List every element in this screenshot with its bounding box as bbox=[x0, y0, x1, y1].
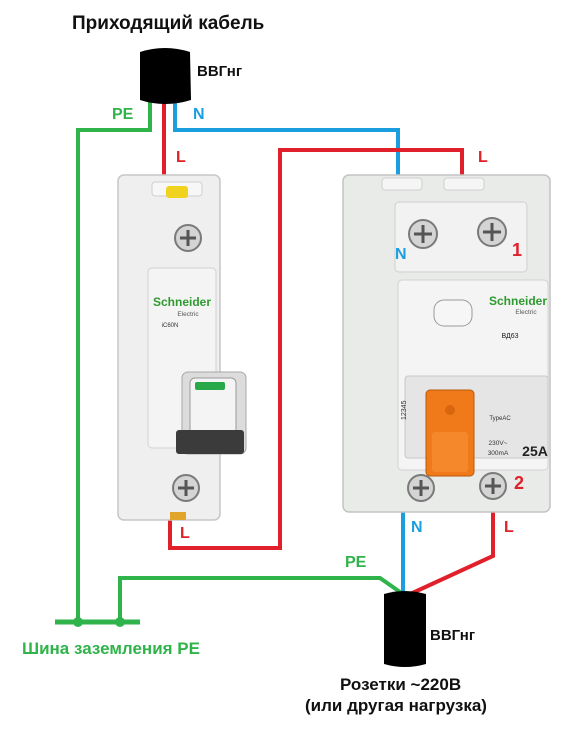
load-line-1: Розетки ~220В bbox=[340, 675, 462, 694]
l-rcd-top-label: L bbox=[478, 149, 488, 166]
rcd-type: TypeAC bbox=[489, 416, 511, 422]
rcd-brand: Schneider bbox=[489, 294, 547, 308]
cable-bottom-label: ВВГнг bbox=[430, 627, 476, 644]
n-rcd-bottom-label: N bbox=[411, 519, 423, 536]
circuit-breaker: Schneider Electric iC60N bbox=[117, 174, 247, 521]
pe-wire-top bbox=[76, 100, 152, 622]
terminal-1-label: 1 bbox=[512, 240, 523, 260]
ground-bus-node-2 bbox=[115, 617, 125, 627]
breaker-brand-sub: Electric bbox=[177, 311, 199, 318]
rcd-rating: 25A bbox=[522, 443, 548, 459]
n-rcd-terminal-label: N bbox=[395, 246, 407, 263]
incoming-cable bbox=[140, 48, 191, 104]
rcd-top-slot-l bbox=[443, 177, 485, 191]
rcd-handle-lower bbox=[432, 432, 468, 472]
l-breaker-bottom-label: L bbox=[180, 525, 190, 542]
n-top-label: N bbox=[193, 106, 205, 123]
rcd-spec1: 230V~ bbox=[489, 440, 508, 447]
load-line-2: (или другая нагрузка) bbox=[305, 696, 487, 715]
ground-bus-node-1 bbox=[73, 617, 83, 627]
rcd: Schneider Electric ВД63 12345 TypeAC 230… bbox=[342, 174, 551, 513]
l-breaker-top-label: L bbox=[176, 149, 186, 166]
rcd-model: ВД63 bbox=[501, 333, 518, 340]
rcd-test-button bbox=[433, 299, 473, 327]
rcd-spec2: 300mA bbox=[488, 450, 509, 457]
ground-bus-label: Шина заземления PE bbox=[22, 639, 200, 658]
neutral-wire-top bbox=[173, 100, 400, 192]
incoming-cable-title: Приходящий кабель bbox=[72, 13, 265, 34]
pe-wire-bottom bbox=[118, 576, 402, 622]
rcd-handle-dot bbox=[445, 405, 455, 415]
breaker-model: iC60N bbox=[162, 323, 179, 329]
breaker-brand: Schneider bbox=[153, 295, 211, 309]
breaker-yellow-tab bbox=[166, 186, 188, 198]
l-rcd-bottom-label: L bbox=[504, 519, 514, 536]
pe-top-label: PE bbox=[112, 106, 134, 123]
breaker-handle-base bbox=[176, 430, 244, 454]
outgoing-cable bbox=[384, 591, 426, 667]
phase-wire-rcd-out bbox=[407, 510, 495, 597]
breaker-bottom-clip bbox=[170, 512, 186, 520]
rcd-serial: 12345 bbox=[401, 400, 408, 420]
rcd-brand-sub: Electric bbox=[515, 309, 537, 316]
cable-top-label: ВВГнг bbox=[197, 63, 243, 80]
rcd-top-slot-n bbox=[381, 177, 423, 191]
pe-bottom-label: PE bbox=[345, 554, 367, 571]
breaker-green-indicator bbox=[195, 382, 225, 390]
terminal-2-label: 2 bbox=[514, 473, 525, 493]
phase-wire-breaker-to-rcd bbox=[168, 148, 464, 550]
